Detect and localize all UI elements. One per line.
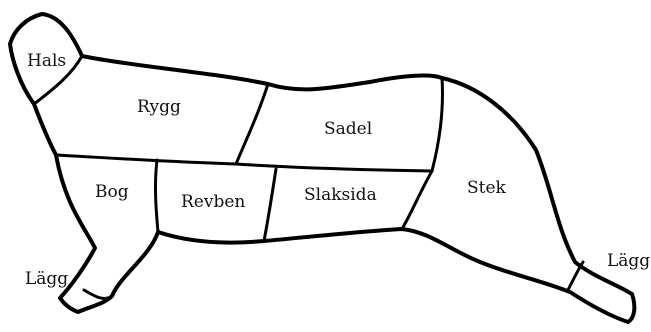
line-sadel-stek (430, 76, 444, 173)
line-midbody (234, 162, 434, 173)
label-rygg: Rygg (137, 97, 181, 117)
line-bog-revben (153, 158, 160, 234)
label-bog: Bog (95, 182, 129, 202)
label-hals: Hals (27, 51, 66, 71)
label-slaksida: Slaksida (304, 185, 377, 205)
label-sadel: Sadel (324, 119, 372, 139)
line-revben-slaksida (262, 167, 278, 243)
label-stek: Stek (467, 178, 507, 198)
label-revben: Revben (181, 192, 245, 212)
line-rygg-sadel (234, 82, 270, 166)
line-shoulder (54, 153, 238, 166)
line-slaksida-stek (400, 169, 434, 231)
line-lagg-back (566, 260, 585, 292)
line-lagg-front (82, 288, 114, 300)
label-lagg-back: Lägg (607, 251, 650, 271)
line-hals (32, 54, 84, 106)
label-lagg-front: Lägg (25, 269, 68, 289)
